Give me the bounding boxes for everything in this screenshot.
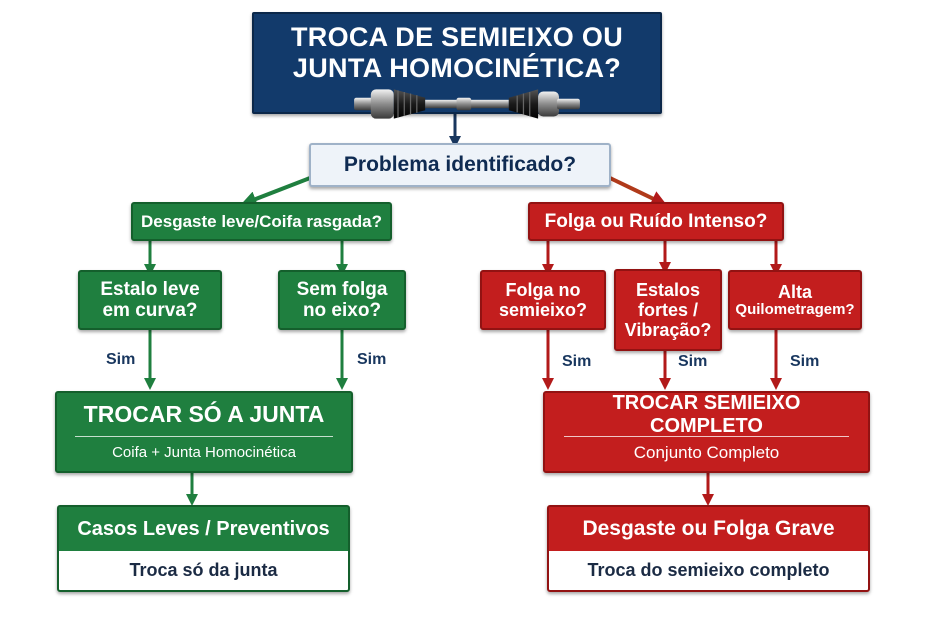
yes-label-r1: Sim [562, 353, 592, 370]
green-question-label: Desgaste leve/Coifa rasgada? [141, 211, 382, 231]
green-action-subtitle-wrap: Coifa + Junta Homocinética [57, 437, 351, 469]
g1-line-2: em curva? [102, 300, 198, 321]
problem-identified-box: Problema identificado? [309, 143, 611, 187]
red-sub-question-3: Alta Quilometragem? [728, 270, 862, 330]
red-sub-question-2: Estalos fortes / Vibração? [614, 269, 722, 351]
green-result-text: Troca só da junta [129, 560, 278, 581]
green-action-title-wrap: TROCAR SÓ A JUNTA [74, 393, 334, 437]
yes-label-r3: Sim [790, 353, 820, 370]
red-result-text-wrap: Troca do semieixo completo [549, 551, 868, 590]
title-box: TROCA DE SEMIEIXO OU JUNTA HOMOCINÉTICA? [252, 12, 662, 114]
r3-line-1: Alta [777, 281, 812, 302]
red-result-box: Desgaste ou Folga Grave Troca do semieix… [547, 505, 870, 592]
red-action-box: TROCAR SEMIEIXO COMPLETO Conjunto Comple… [543, 391, 870, 473]
red-question-box: Folga ou Ruído Intenso? [528, 202, 784, 241]
green-result-box: Casos Leves / Preventivos Troca só da ju… [57, 505, 350, 592]
r2-line-3: Vibração? [624, 320, 712, 341]
problem-identified-label: Problema identificado? [343, 153, 577, 177]
green-action-title: TROCAR SÓ A JUNTA [83, 400, 325, 427]
red-question-label: Folga ou Ruído Intenso? [544, 210, 768, 232]
g1-line-1: Estalo leve [100, 278, 200, 300]
green-result-text-wrap: Troca só da junta [59, 551, 348, 590]
green-sub-question-1: Estalo leve em curva? [78, 270, 222, 330]
green-action-subtitle: Coifa + Junta Homocinética [112, 443, 296, 461]
r2-line-2: fortes / [637, 299, 698, 320]
red-action-subtitle: Conjunto Completo [633, 443, 780, 463]
r3-line-2: Quilometragem? [735, 300, 855, 318]
g2-line-1: Sem folga [296, 278, 388, 300]
yes-label-g2: Sim [357, 351, 387, 368]
red-sub-question-1: Folga no semieixo? [480, 270, 606, 330]
red-result-title-wrap: Desgaste ou Folga Grave [549, 507, 868, 551]
red-action-subtitle-wrap: Conjunto Completo [545, 437, 868, 469]
green-sub-question-2: Sem folga no eixo? [278, 270, 406, 330]
title-line-2: JUNTA HOMOCINÉTICA? [292, 53, 622, 84]
red-action-title: TROCAR SEMIEIXO COMPLETO [612, 392, 801, 437]
title-text: TROCA DE SEMIEIXO OU JUNTA HOMOCINÉTICA? [254, 22, 660, 84]
green-result-title-wrap: Casos Leves / Preventivos [59, 507, 348, 551]
red-action-title-wrap: TROCAR SEMIEIXO COMPLETO [564, 392, 849, 437]
yes-label-r2: Sim [678, 353, 708, 370]
r1-line-1: Folga no [505, 279, 581, 300]
green-question-box: Desgaste leve/Coifa rasgada? [131, 202, 392, 241]
arrow-problem-green [240, 176, 311, 207]
red-result-title: Desgaste ou Folga Grave [582, 517, 835, 541]
green-result-title: Casos Leves / Preventivos [77, 517, 330, 540]
cv-axle-icon [354, 89, 580, 119]
green-action-box: TROCAR SÓ A JUNTA Coifa + Junta Homociné… [55, 391, 353, 473]
title-line-1: TROCA DE SEMIEIXO OU [290, 22, 624, 52]
red-result-text: Troca do semieixo completo [587, 560, 830, 581]
arrow-problem-red [609, 176, 668, 206]
r1-line-2: semieixo? [498, 300, 588, 320]
g2-line-2: no eixo? [302, 300, 382, 321]
r2-line-1: Estalos [635, 279, 701, 300]
yes-label-g1: Sim [106, 351, 136, 368]
